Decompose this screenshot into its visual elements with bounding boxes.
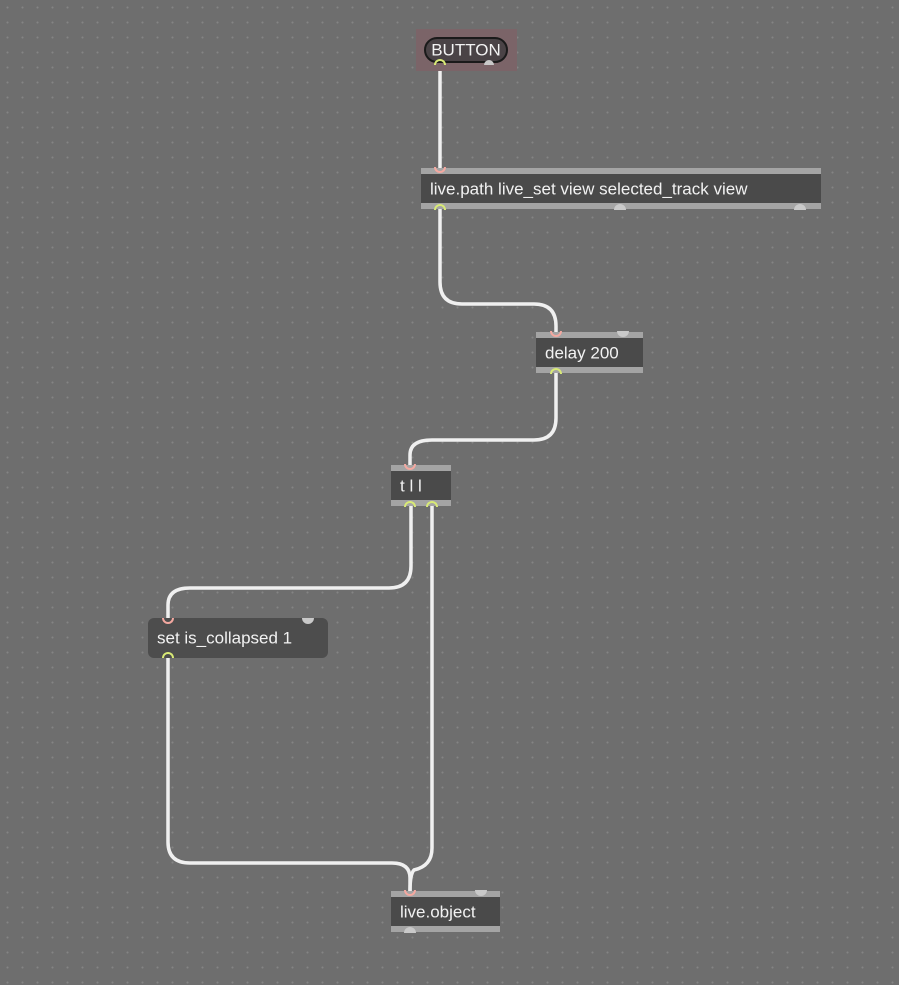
live-path-label: live.path live_set view selected_track v… bbox=[430, 179, 748, 198]
live-object-inlet-2[interactable] bbox=[475, 890, 487, 896]
trigger-object[interactable]: t l l bbox=[391, 464, 451, 507]
live-object-outlet[interactable] bbox=[404, 927, 416, 933]
live-object-label: live.object bbox=[400, 902, 476, 921]
delay-object[interactable]: delay 200 bbox=[536, 331, 643, 374]
button-object[interactable]: BUTTON bbox=[416, 29, 517, 71]
patchcord-trigger-right-to-liveobject[interactable] bbox=[408, 501, 434, 894]
button-outlet-aux bbox=[484, 60, 494, 65]
message-outlet[interactable] bbox=[162, 652, 174, 658]
delay-inlet-2[interactable] bbox=[617, 331, 629, 337]
set-collapsed-message[interactable]: set is_collapsed 1 bbox=[148, 618, 328, 658]
trigger-label: t l l bbox=[400, 476, 422, 495]
message-inlet-2[interactable] bbox=[302, 618, 314, 624]
button-pill[interactable]: BUTTON bbox=[424, 37, 508, 63]
live-path-object[interactable]: live.path live_set view selected_track v… bbox=[421, 167, 821, 210]
live-path-outlet-1[interactable] bbox=[434, 204, 446, 210]
patchcord-trigger-to-message[interactable] bbox=[166, 501, 413, 621]
trigger-inlet[interactable] bbox=[404, 464, 416, 470]
patchcord-delay-to-trigger[interactable] bbox=[408, 368, 558, 468]
button-label: BUTTON bbox=[431, 40, 501, 60]
live-path-outlet-2[interactable] bbox=[614, 204, 626, 210]
live-path-outlet-3[interactable] bbox=[794, 204, 806, 210]
button-outlet[interactable] bbox=[434, 59, 446, 65]
set-collapsed-label: set is_collapsed 1 bbox=[157, 628, 293, 648]
delay-outlet[interactable] bbox=[550, 368, 562, 374]
trigger-outlet-left[interactable] bbox=[404, 501, 416, 507]
live-object-inlet-1[interactable] bbox=[404, 890, 416, 896]
patchcord-livepath-to-delay[interactable] bbox=[438, 205, 558, 335]
patchcord-message-to-liveobject[interactable] bbox=[166, 654, 412, 894]
delay-inlet-1[interactable] bbox=[550, 331, 562, 337]
live-path-inlet[interactable] bbox=[434, 167, 446, 173]
message-inlet-1[interactable] bbox=[162, 618, 174, 624]
live-object-object[interactable]: live.object bbox=[391, 890, 500, 933]
trigger-outlet-right[interactable] bbox=[426, 501, 438, 507]
delay-label: delay 200 bbox=[545, 343, 619, 362]
